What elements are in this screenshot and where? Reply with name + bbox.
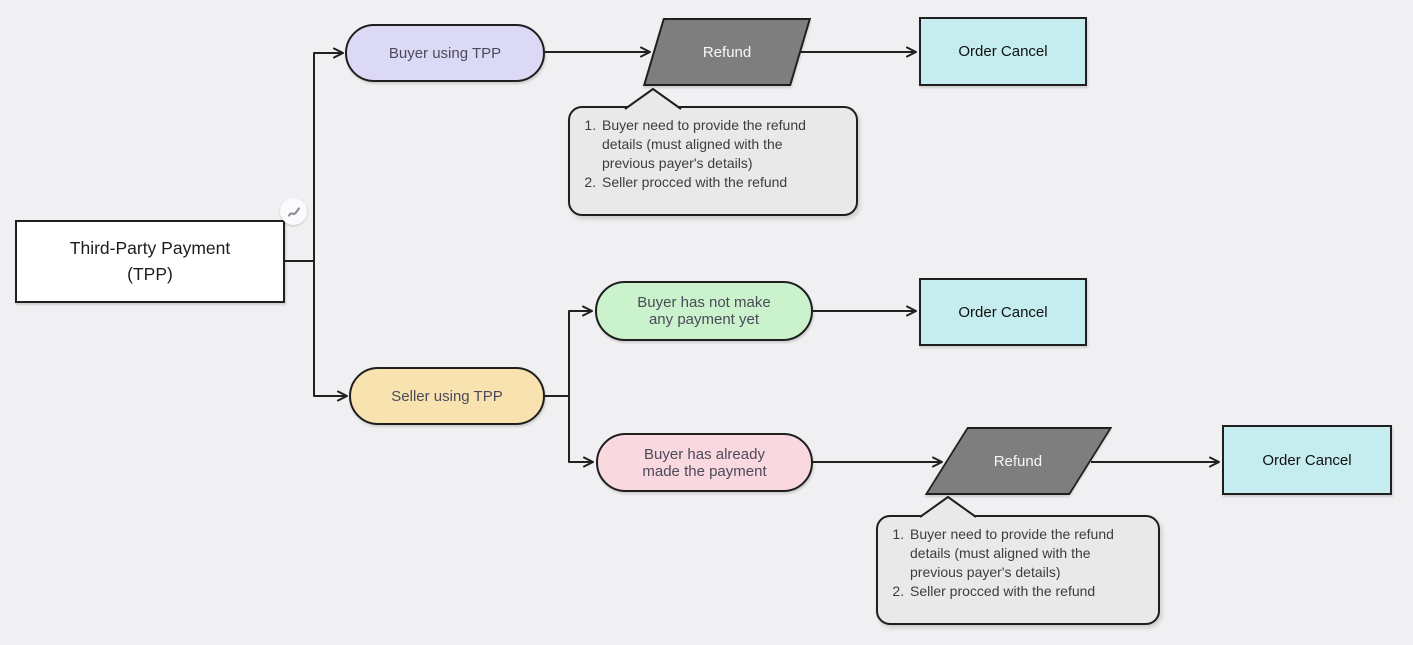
note-item: Seller procced with the refund	[600, 173, 812, 192]
connector-badge[interactable]	[280, 198, 307, 225]
edge-root-to-buyer[interactable]	[313, 47, 344, 261]
node-label: Buyer has not make any payment yet	[637, 294, 771, 328]
node-seller-using-tpp[interactable]: Seller using TPP	[349, 367, 545, 425]
note-item: Buyer need to provide the refund details…	[600, 116, 812, 173]
root-subtitle: (TPP)	[127, 263, 173, 284]
node-buyer-no-payment[interactable]: Buyer has not make any payment yet	[595, 281, 813, 341]
edge-seller-to-paid[interactable]	[568, 396, 594, 468]
note-pointer	[624, 88, 682, 110]
note-refund-steps-bottom[interactable]: Buyer need to provide the refund details…	[876, 515, 1160, 625]
flow-squiggle-icon	[287, 206, 300, 217]
note-item: Buyer need to provide the refund details…	[908, 525, 1120, 582]
node-label: Order Cancel	[958, 43, 1048, 60]
note-list: Buyer need to provide the refund details…	[570, 108, 856, 200]
note-list: Buyer need to provide the refund details…	[878, 517, 1158, 609]
node-label: Order Cancel	[1262, 451, 1352, 469]
node-order-cancel-1[interactable]: Order Cancel	[919, 17, 1087, 86]
node-label: Seller using TPP	[391, 387, 503, 405]
node-buyer-using-tpp[interactable]: Buyer using TPP	[345, 24, 545, 82]
node-order-cancel-3[interactable]: Order Cancel	[1222, 425, 1392, 495]
note-refund-steps-top[interactable]: Buyer need to provide the refund details…	[568, 106, 858, 216]
edge-seller-to-nopayment[interactable]	[568, 305, 593, 396]
edge-root-to-seller[interactable]	[313, 261, 348, 402]
node-label: Buyer using TPP	[388, 44, 502, 62]
node-refund-1[interactable]: Refund	[642, 18, 812, 86]
node-label: Buyer has already made the payment	[642, 445, 767, 480]
note-item: Seller procced with the refund	[908, 582, 1120, 601]
node-label: Refund	[994, 452, 1043, 470]
node-buyer-paid[interactable]: Buyer has already made the payment	[596, 433, 813, 492]
node-label: Refund	[702, 43, 752, 61]
node-third-party-payment[interactable]: Third-Party Payment (TPP)	[15, 220, 285, 303]
note-pointer	[919, 496, 977, 518]
node-order-cancel-2[interactable]: Order Cancel	[919, 278, 1087, 346]
root-title: Third-Party Payment	[69, 238, 231, 259]
node-label: Order Cancel	[958, 303, 1048, 321]
